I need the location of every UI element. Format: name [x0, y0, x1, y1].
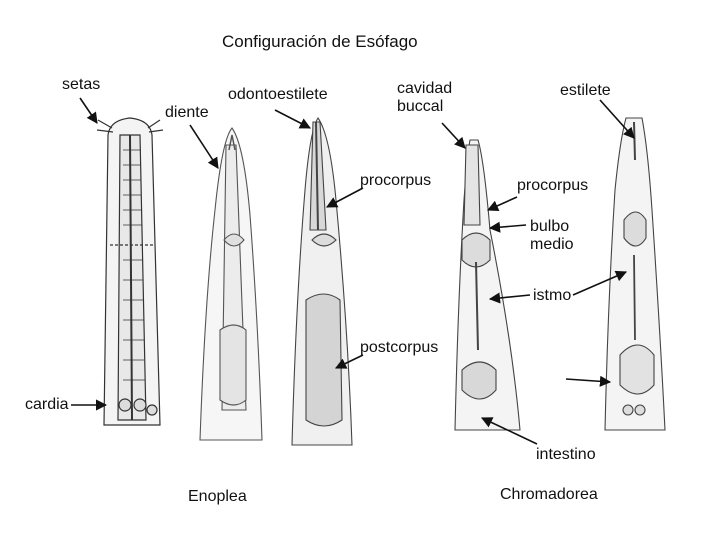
specimen-enoplea-odontoestilete [291, 117, 353, 446]
label-postcorpus: postcorpus [360, 339, 439, 356]
label-intestino: intestino [536, 446, 596, 463]
arrow-setas [79, 97, 98, 124]
arrow-diente [189, 124, 219, 169]
group-label-chromadorea: Chromadorea [500, 486, 598, 503]
group-label-enoplea: Enoplea [188, 488, 247, 505]
arrow-bulbo-medio [488, 221, 527, 233]
arrow-odontoestilete [274, 109, 311, 129]
specimen-enoplea-diente [199, 127, 263, 441]
arrow-postcorpus [334, 354, 364, 369]
diagram-title: Configuración de Esófago [222, 32, 418, 51]
leader-arrows [71, 97, 635, 445]
specimen-chromadorea-2 [604, 117, 666, 431]
label-diente: diente [165, 104, 209, 121]
arrow-estilete [599, 99, 635, 139]
specimen-chromadorea-1 [454, 139, 521, 431]
label-bulbo-medio: bulbo medio [530, 218, 574, 253]
arrow-intestino [480, 417, 538, 445]
arrow-istmo-right [572, 270, 628, 296]
arrow-postcorpus-right [565, 375, 612, 387]
arrow-istmo [488, 292, 531, 304]
arrow-cavidad-buccal [441, 122, 466, 149]
label-cavidad-buccal: cavidad buccal [397, 80, 453, 115]
label-procorpus-right: procorpus [517, 177, 589, 194]
label-cardia: cardia [25, 396, 69, 413]
label-setas: setas [62, 76, 101, 93]
arrow-procorpus-left [326, 187, 364, 208]
label-odontoestilete: odontoestilete [228, 86, 328, 103]
label-istmo: istmo [533, 287, 572, 304]
arrow-procorpus-right [486, 196, 518, 211]
specimen-enoplea-setas [96, 117, 164, 426]
label-estilete: estilete [560, 82, 611, 99]
label-procorpus-left: procorpus [360, 172, 432, 189]
